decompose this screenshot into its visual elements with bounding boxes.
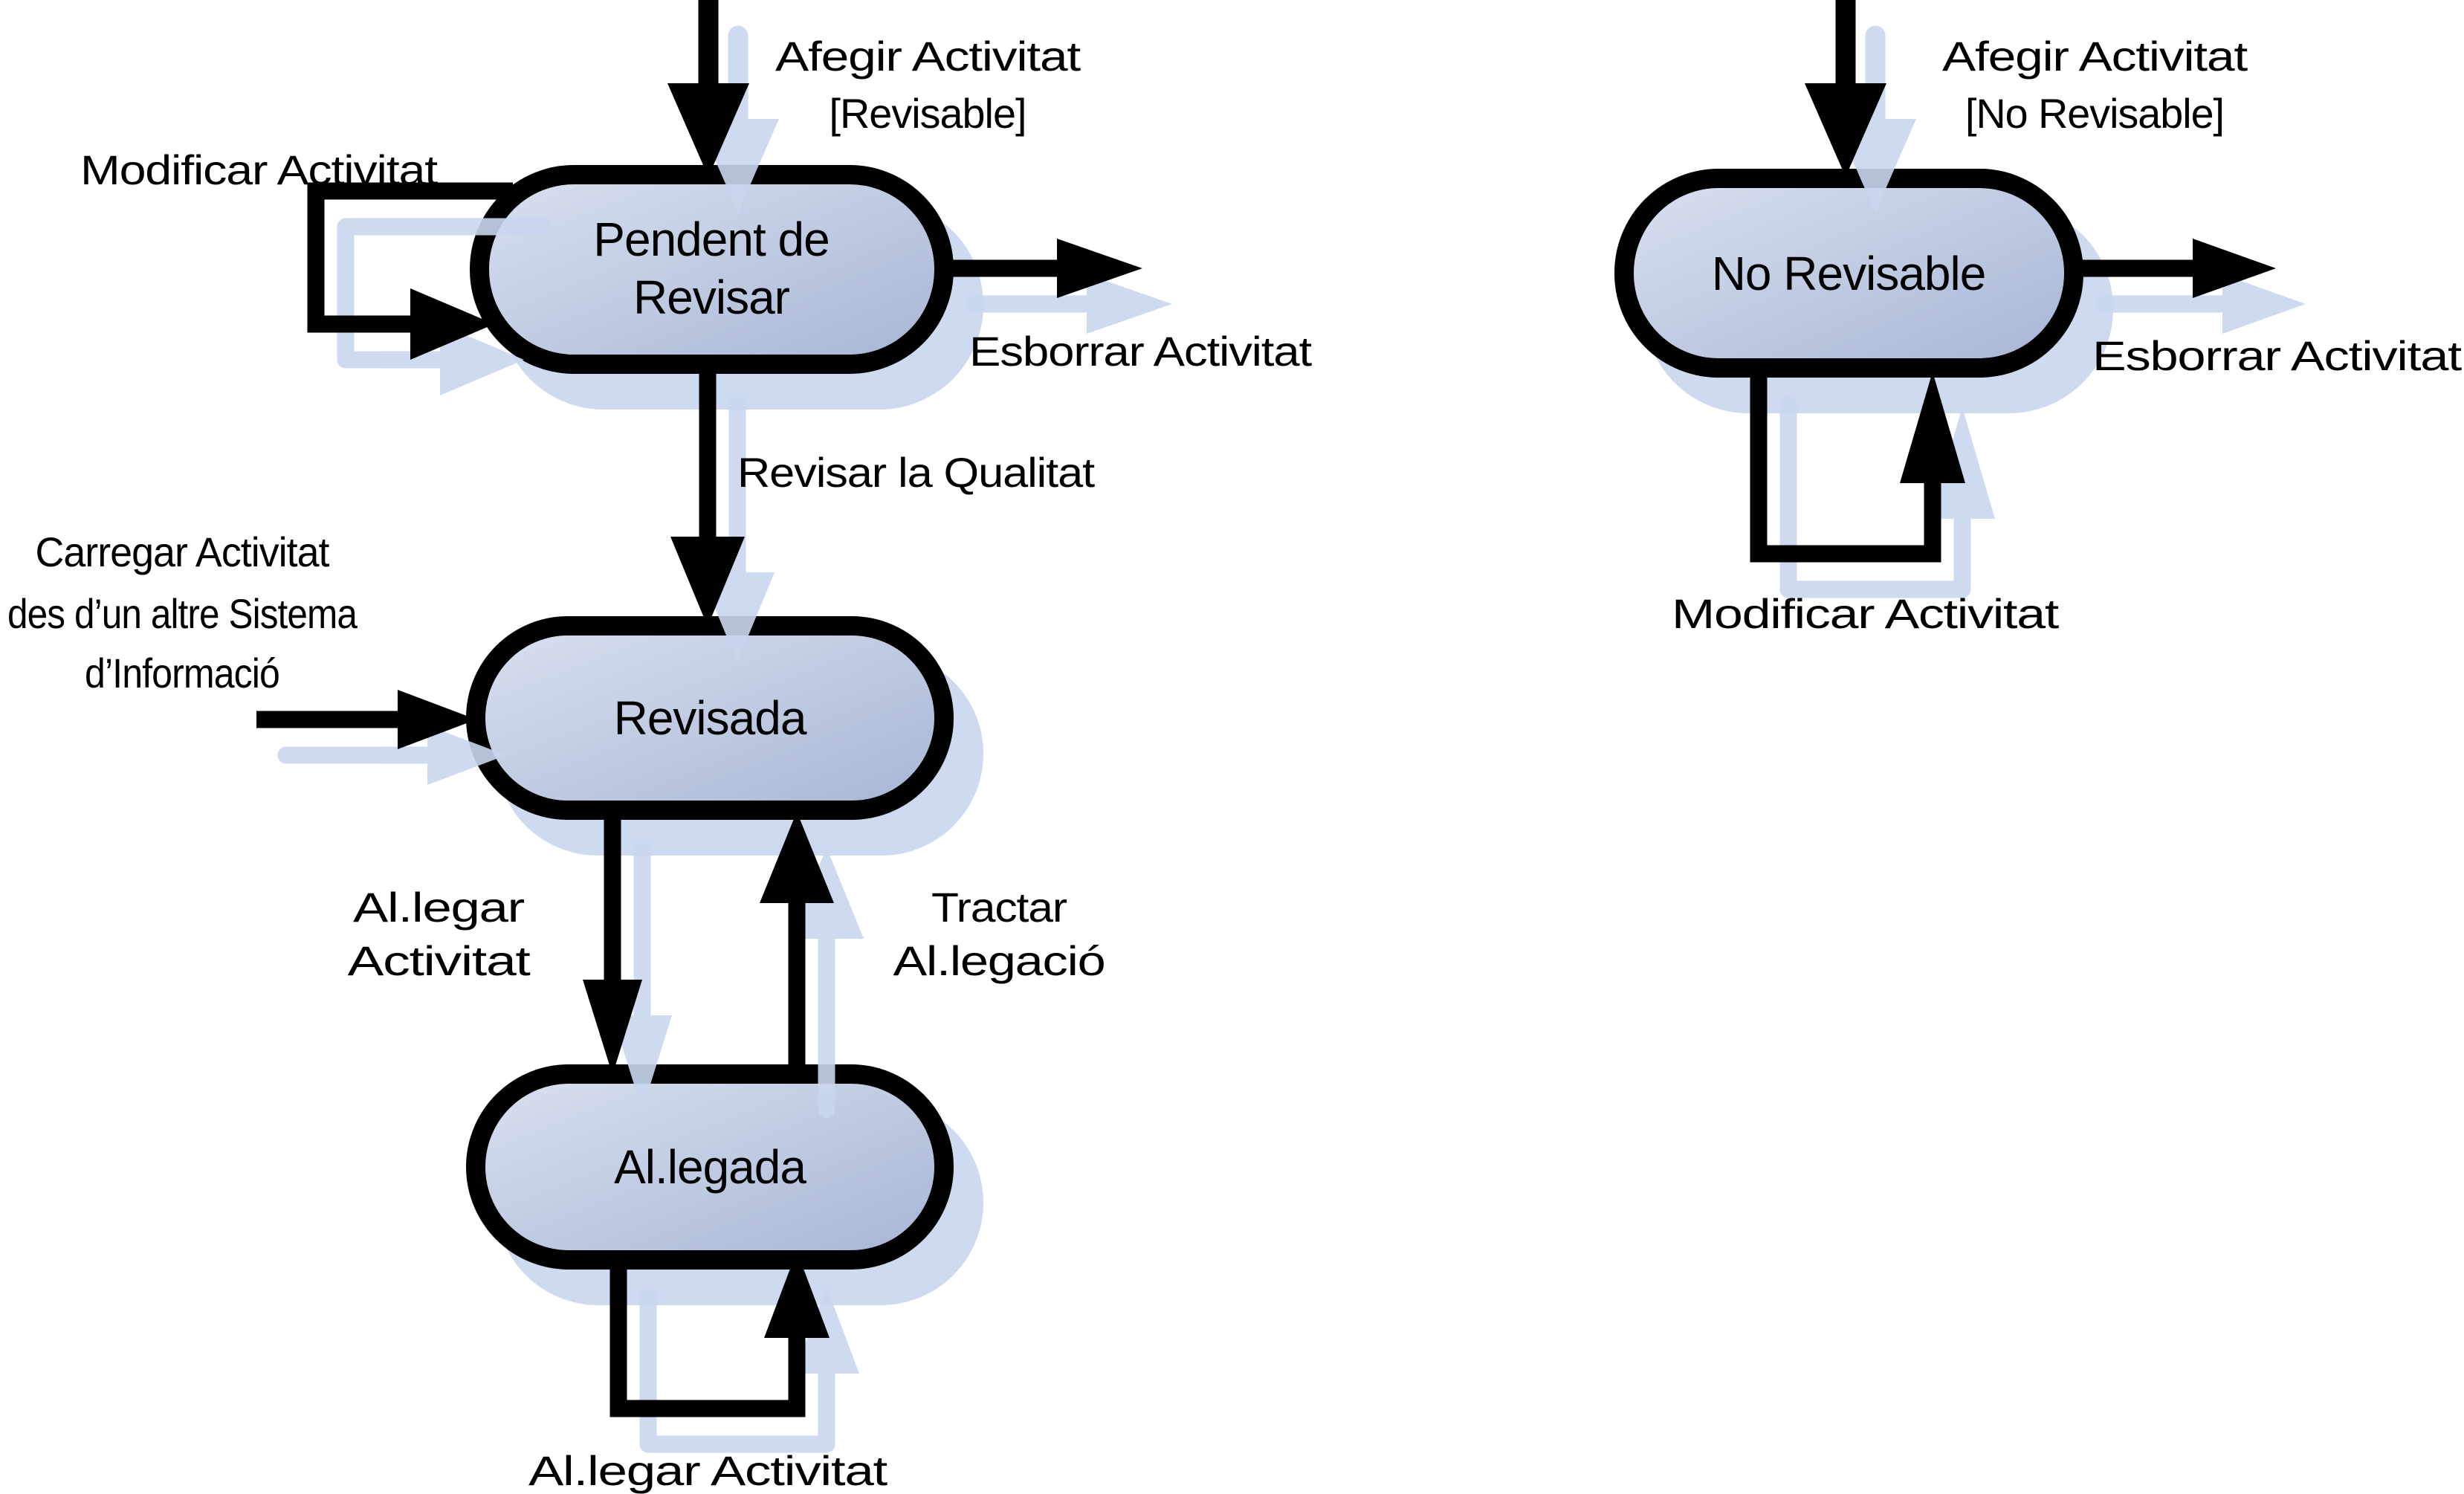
state-no-revisable (1614, 169, 2083, 378)
label-esborrar-left: Esborrar Activitat (969, 328, 1313, 375)
arrow-esborrar-right (2075, 239, 2276, 298)
label-afegir-no-revisable-line1: Afegir Activitat (1942, 33, 2248, 80)
label-tractar-line1: Tractar (931, 884, 1067, 931)
self-loop-allegar-allegada (609, 1251, 830, 1417)
label-afegir-no-revisable-line2: [No Revisable] (1965, 90, 2224, 137)
state-label-allegada: Al.legada (614, 1140, 806, 1194)
state-pendent-de-revisar (470, 165, 954, 374)
initial-arrow-no-revisable (1805, 0, 1886, 177)
arrow-esborrar-right-shadow (2096, 274, 2306, 334)
label-modificar-left: Modificar Activitat (80, 146, 439, 193)
label-afegir-revisable-line2: [Revisable] (830, 90, 1026, 137)
self-loop-allegar-allegada-shadow (639, 1287, 859, 1453)
label-carregar-line2: des d’un altre Sistema (7, 590, 358, 637)
state-label-pendent-line1: Pendent de (593, 213, 829, 266)
state-label-no-revisable: No Revisable (1712, 247, 1986, 300)
arrow-allegar-down-shadow (612, 838, 672, 1110)
state-label-pendent-line2: Revisar (633, 271, 790, 324)
arrow-carregar-activitat-shadow (277, 725, 506, 785)
label-esborrar-right: Esborrar Activitat (2092, 332, 2463, 379)
state-label-revisada: Revisada (614, 691, 807, 745)
arrow-carregar-activitat (256, 690, 476, 749)
state-allegada (466, 1064, 954, 1270)
label-carregar-line1: Carregar Activitat (36, 528, 330, 575)
self-loop-modificar-no-revisable-shadow (1779, 396, 1995, 598)
label-carregar-line3: d’Informació (85, 650, 279, 696)
label-allegar-self: Al.legar Activitat (528, 1447, 888, 1494)
state-revisada (466, 616, 954, 820)
arrow-revisar-qualitat (670, 366, 745, 627)
arrow-tractar-up (760, 812, 834, 1074)
label-allegar-line2: Activitat (348, 937, 531, 984)
initial-arrow-revisable (667, 0, 749, 177)
self-loop-modificar-no-revisable (1750, 369, 1965, 563)
self-loop-modificar-pendent (307, 182, 513, 360)
label-allegar-line1: Al.legar (353, 884, 524, 931)
label-revisar-qualitat: Revisar la Qualitat (737, 449, 1096, 496)
arrow-esborrar-left-shadow (966, 274, 1172, 334)
arrow-allegar-down (583, 812, 642, 1075)
arrow-esborrar-left (945, 239, 1142, 298)
label-afegir-revisable-line1: Afegir Activitat (775, 33, 1081, 80)
self-loop-modificar-pendent-shadow (337, 218, 552, 395)
label-tractar-line2: Al.legació (893, 937, 1105, 984)
label-modificar-right: Modificar Activitat (1672, 590, 2060, 637)
